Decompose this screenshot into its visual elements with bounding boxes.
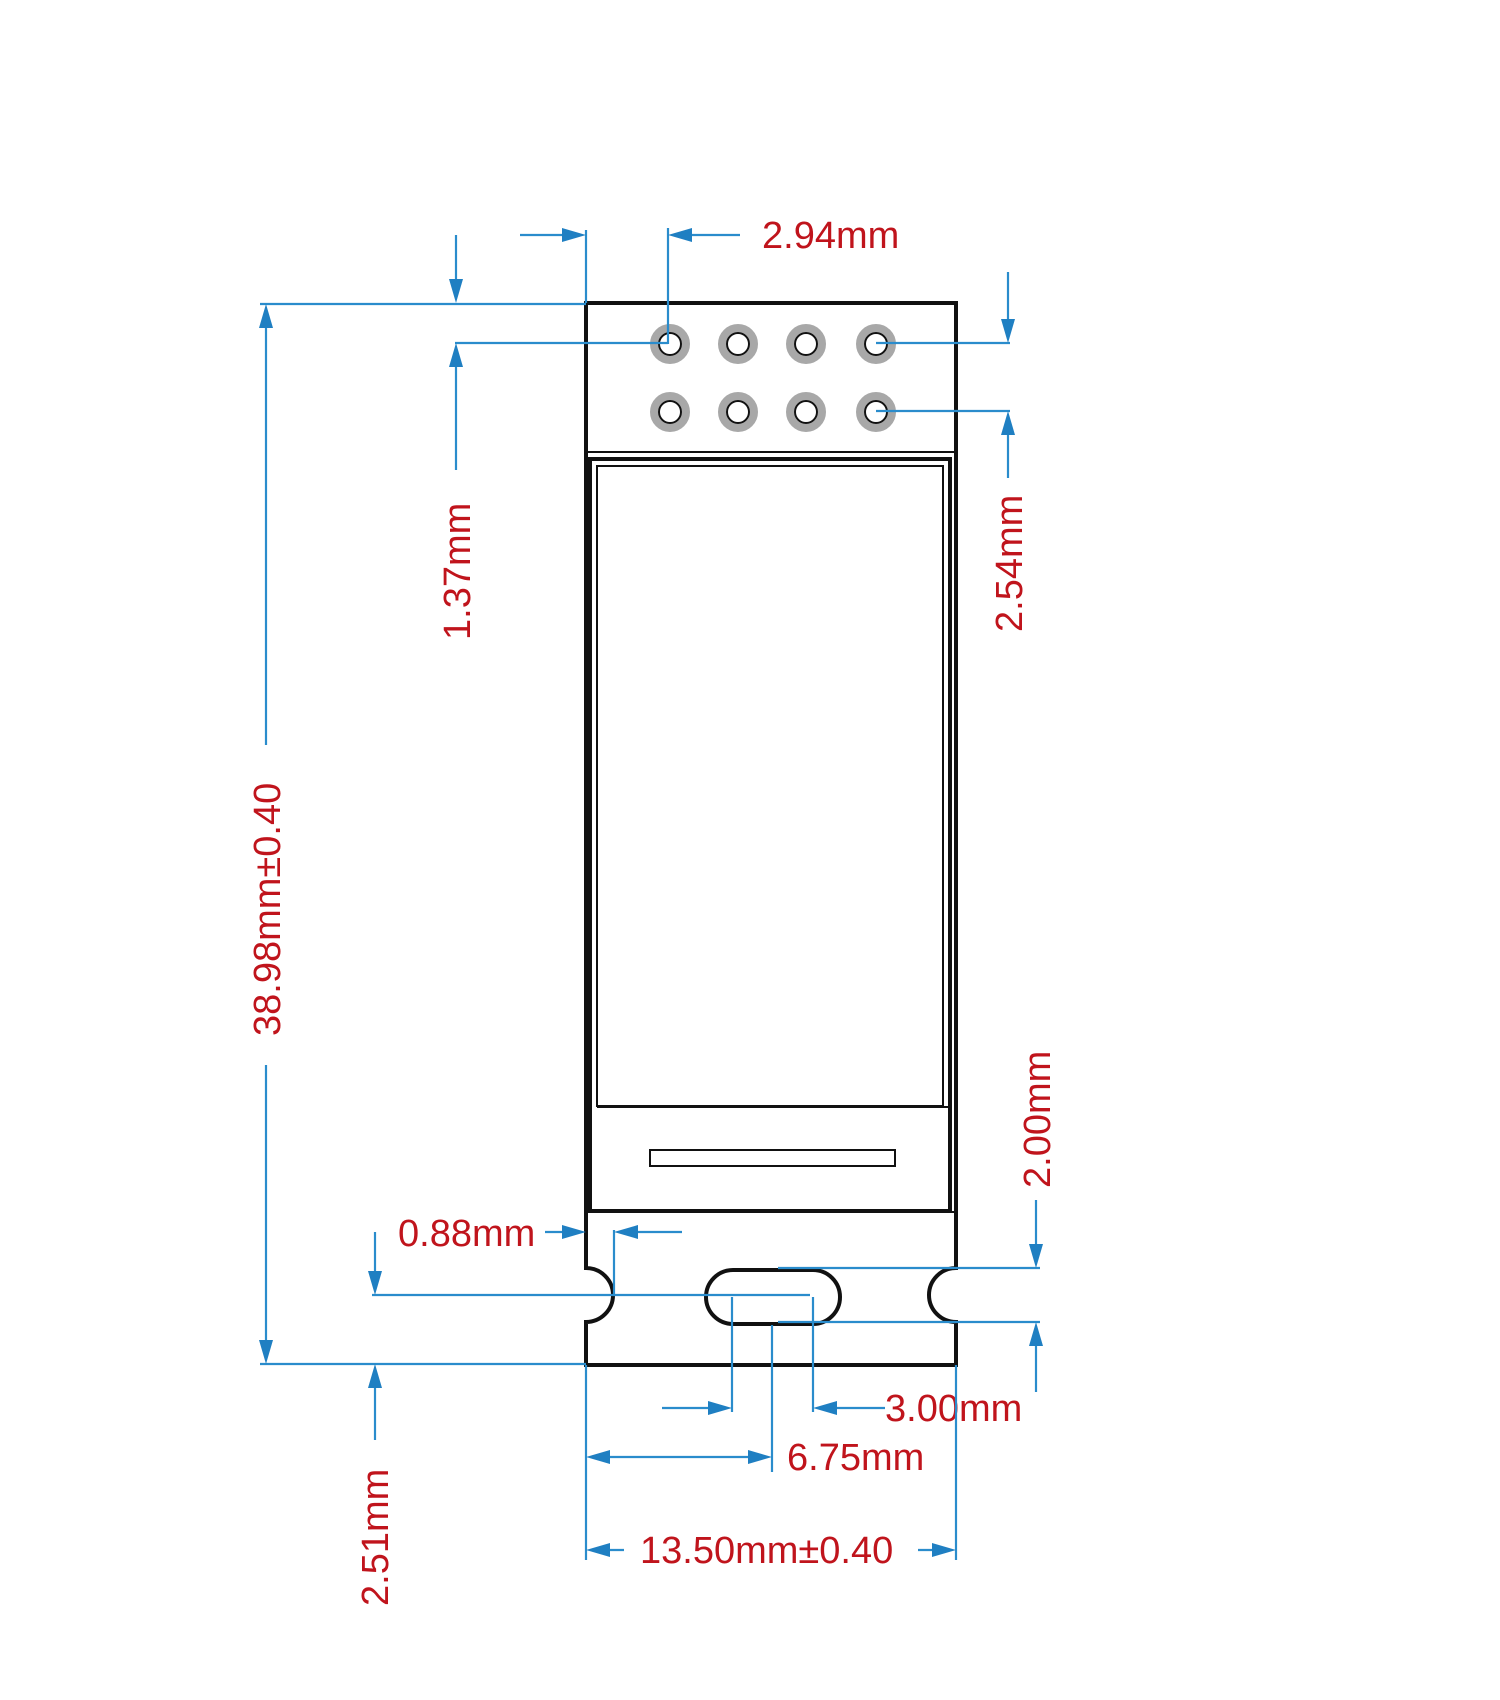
display-fpc-strip (649, 1149, 896, 1167)
pin (786, 392, 826, 432)
pin (650, 392, 690, 432)
dimension-label-overall-width: 13.50mm±0.40 (640, 1530, 893, 1572)
dimension-pin-pitch: 2.54mm (876, 272, 1031, 632)
dimension-overall-height: 38.98mm±0.40 (247, 302, 586, 1366)
dimension-slot-width: 3.00mm (662, 1297, 1022, 1430)
dimension-label-pin-offset-x: 2.94mm (762, 215, 899, 257)
dimension-label-notch-depth: 0.88mm (398, 1213, 535, 1255)
dimension-label-notch-height: 2.51mm (355, 1469, 397, 1606)
dimension-notch-height: 2.51mm (355, 1232, 810, 1606)
dimension-overall-width: 13.50mm±0.40 (584, 1365, 958, 1572)
dimension-label-pin-offset-y: 1.37mm (437, 503, 479, 640)
dimension-pin-offset-y: 1.37mm (437, 235, 668, 640)
dimension-pin-offset-x: 2.94mm (520, 215, 899, 344)
dimension-label-slot-width: 3.00mm (885, 1388, 1022, 1430)
board-outline (584, 301, 958, 1367)
dimension-label-slot-center: 6.75mm (787, 1437, 924, 1479)
dimension-label-pin-pitch: 2.54mm (989, 495, 1031, 632)
dimension-label-overall-height: 38.98mm±0.40 (247, 783, 289, 1036)
dimension-slot-to-edge: 2.00mm (778, 1051, 1059, 1392)
pin (718, 392, 758, 432)
dimension-label-slot-to-edge: 2.00mm (1017, 1051, 1059, 1188)
display-panel-outer (588, 457, 952, 1213)
mounting-slot (704, 1268, 842, 1326)
pin (786, 324, 826, 364)
pin (718, 324, 758, 364)
dimension-slot-center: 6.75mm (586, 1325, 924, 1479)
dimension-notch-depth: 0.88mm (398, 1213, 682, 1295)
